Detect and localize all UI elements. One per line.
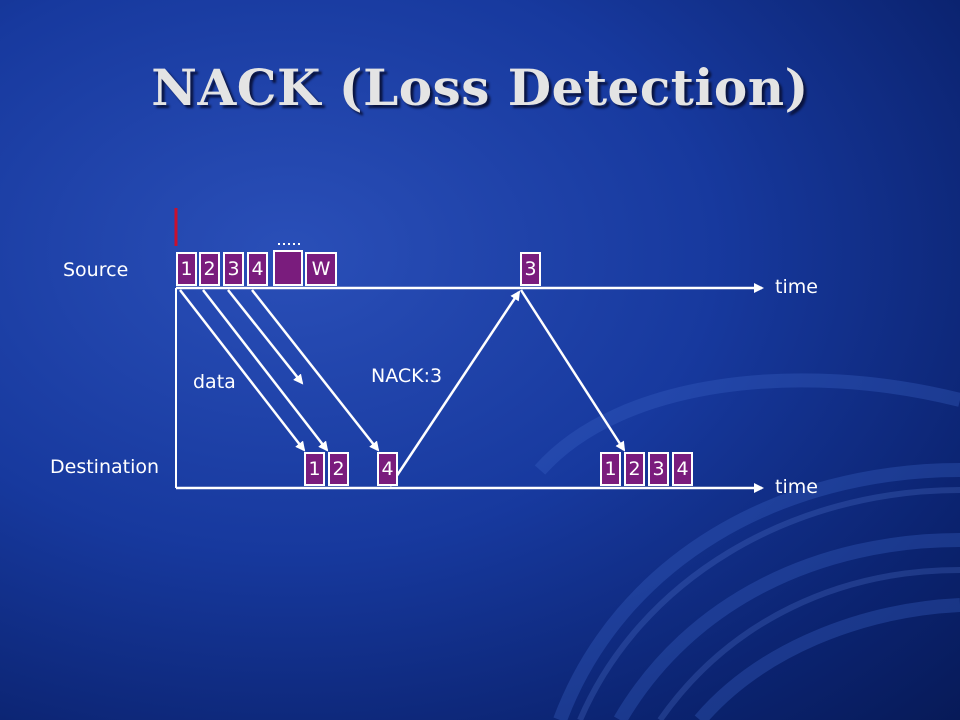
received-packet-1: 1 bbox=[304, 452, 325, 486]
data-arrow-1 bbox=[179, 289, 306, 452]
source-packet-2: 2 bbox=[199, 252, 220, 286]
destination-label: Destination bbox=[50, 456, 160, 478]
retransmit-arrow bbox=[519, 289, 626, 452]
nack-arrow bbox=[388, 290, 521, 487]
retransmit-packet: 3 bbox=[520, 252, 541, 286]
data-arrow-2 bbox=[202, 289, 329, 452]
source-packet-1: 1 bbox=[176, 252, 197, 286]
data-arrow-4 bbox=[251, 289, 380, 452]
time-label-source: time bbox=[775, 276, 818, 298]
final-packet-4: 4 bbox=[672, 452, 693, 486]
time-label-destination: time bbox=[775, 476, 818, 498]
source-packet-4: 4 bbox=[247, 252, 268, 286]
source-packet-blank bbox=[273, 250, 303, 286]
source-label: Source bbox=[63, 259, 129, 281]
data-label: data bbox=[193, 371, 236, 393]
source-packet-window: W bbox=[305, 252, 337, 286]
final-packet-2: 2 bbox=[624, 452, 645, 486]
received-packet-4: 4 bbox=[377, 452, 398, 486]
received-packet-2: 2 bbox=[328, 452, 349, 486]
final-packet-3: 3 bbox=[648, 452, 669, 486]
data-arrow-3-lost bbox=[227, 289, 304, 385]
final-packet-1: 1 bbox=[600, 452, 621, 486]
slide-title: NACK (Loss Detection) bbox=[151, 58, 809, 117]
nack-label: NACK:3 bbox=[371, 365, 443, 387]
source-packet-3: 3 bbox=[223, 252, 244, 286]
